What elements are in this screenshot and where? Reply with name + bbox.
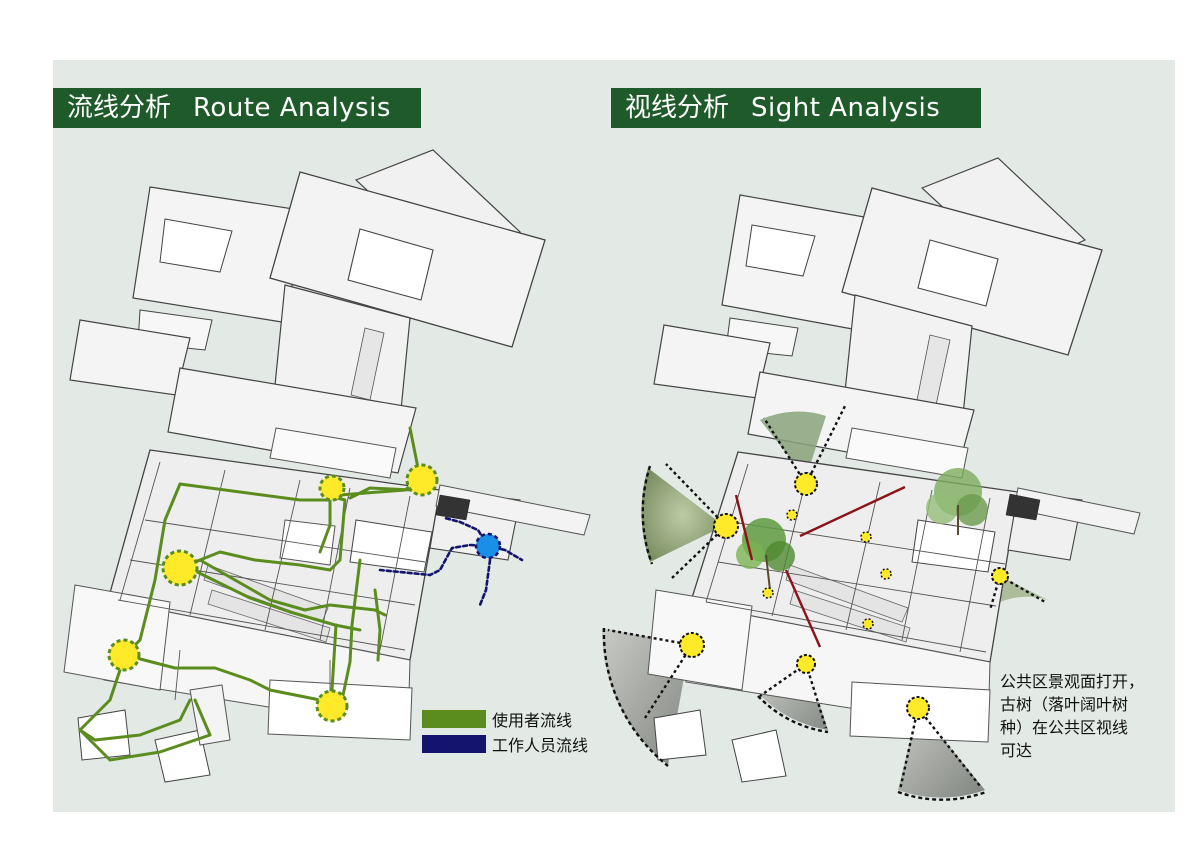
route-title-cn: 流线分析 <box>67 93 172 123</box>
sight-title-cn: 视线分析 <box>625 93 730 123</box>
legend-user-swatch <box>422 710 486 728</box>
sight-analysis-title: 视线分析 Sight Analysis <box>611 88 981 128</box>
sight-plan <box>601 157 1141 801</box>
sight-annotation: 公共区景观面打开， 古树（落叶阔叶树 种）在公共区视线 可达 <box>1000 670 1200 762</box>
annotation-line: 可达 <box>1000 741 1033 760</box>
route-plan <box>63 149 591 783</box>
legend-user-label: 使用者流线 <box>492 711 573 730</box>
upper-building-block-2 <box>653 157 1103 479</box>
annotation-line: 公共区景观面打开， <box>1000 672 1145 691</box>
sight-title-en: Sight Analysis <box>751 93 941 123</box>
annotation-line: 古树（落叶阔叶树 <box>1000 695 1129 714</box>
annotation-line: 种）在公共区视线 <box>1000 718 1129 737</box>
legend-staff-label: 工作人员流线 <box>492 736 589 755</box>
view-arcs <box>602 465 987 801</box>
tree-courtyard <box>926 468 988 535</box>
upper-building-block <box>69 149 546 479</box>
route-analysis-title: 流线分析 Route Analysis <box>53 88 421 128</box>
view-rays <box>607 405 1046 791</box>
sight-lines <box>734 485 906 648</box>
route-title-en: Route Analysis <box>193 93 391 123</box>
viewpoint-nodes <box>679 472 1009 720</box>
route-nodes <box>107 463 502 723</box>
legend-user-route: 使用者流线 <box>422 709 573 730</box>
legend-staff-route: 工作人员流线 <box>422 734 589 755</box>
legend-staff-swatch <box>422 735 486 753</box>
